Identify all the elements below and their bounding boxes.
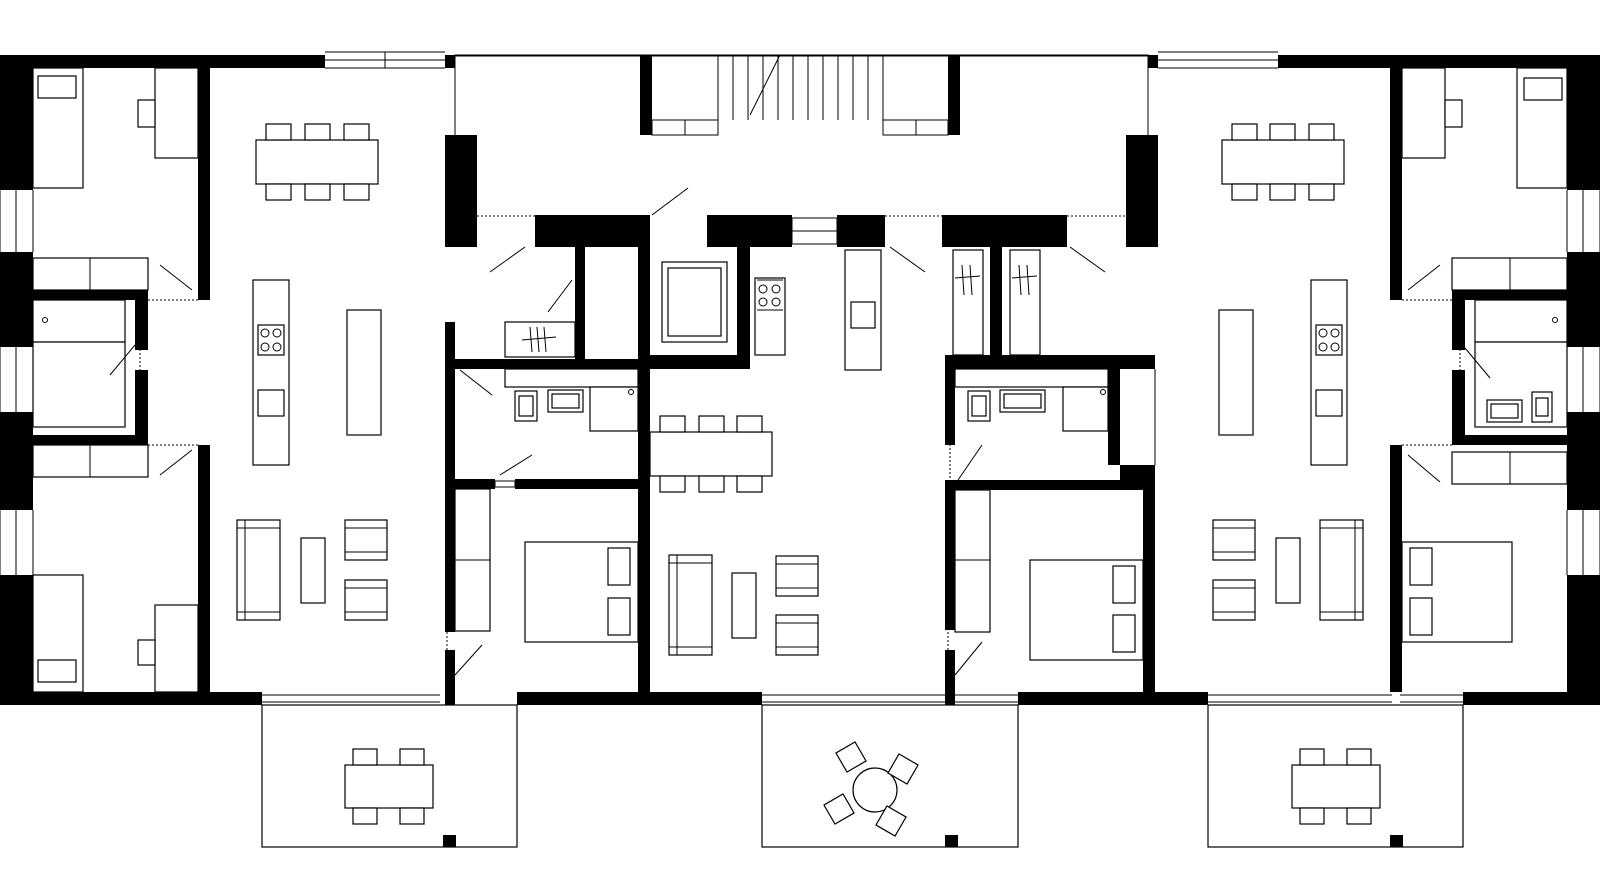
bathroom-left [32, 299, 141, 428]
bedroom-top-left [32, 67, 199, 291]
bedroom-bottom-right [1401, 451, 1568, 643]
bedroom-center-right [947, 489, 1144, 676]
bathroom-center-right [949, 368, 1109, 481]
center-apartment [445, 247, 1156, 705]
stair-core [445, 54, 1158, 273]
bedroom-top-right [1401, 67, 1568, 291]
right-apartment [1212, 67, 1568, 692]
bathroom-center-left [494, 368, 639, 488]
center-balcony [761, 704, 1019, 848]
exterior-walls [0, 51, 1600, 705]
right-balcony [1207, 704, 1464, 848]
left-balcony [261, 704, 518, 848]
living-right [1212, 123, 1364, 621]
bedroom-bottom-left [32, 444, 199, 693]
stair-treads [651, 54, 949, 136]
bedroom-center-left [446, 488, 639, 676]
bathroom-right [1459, 299, 1568, 428]
living-left [236, 123, 388, 621]
left-apartment [32, 67, 388, 693]
living-center [649, 249, 882, 656]
